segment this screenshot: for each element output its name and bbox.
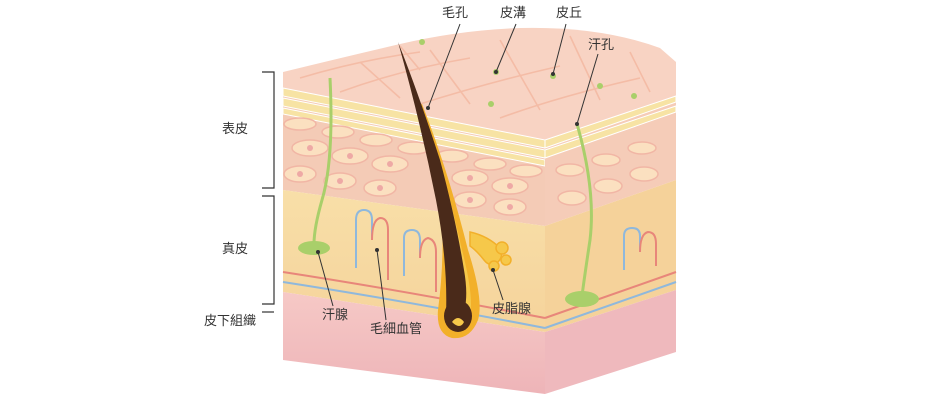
side-cells — [555, 141, 659, 206]
leader-dots — [316, 70, 579, 272]
leader-lines — [317, 23, 599, 321]
dermis-border-blue — [282, 281, 546, 329]
cell-nuclei — [297, 145, 513, 210]
side-border-blue — [544, 281, 677, 329]
skin-surface — [283, 27, 676, 140]
hair-follicle — [398, 42, 480, 339]
side-border-red — [544, 271, 677, 319]
side-layers — [544, 95, 677, 159]
label-capillary: 毛細血管 — [370, 322, 423, 337]
sweat-gland-right — [565, 123, 599, 307]
capillary-loops — [355, 208, 657, 292]
label-skin-groove: 皮溝 — [500, 6, 527, 21]
dermis-front — [283, 190, 545, 332]
label-sweat-gland: 汗腺 — [322, 308, 349, 323]
subcutaneous-front — [283, 292, 545, 394]
dermis-border-red — [282, 271, 546, 319]
sweat-gland-left — [298, 77, 333, 255]
label-sebaceous-gland: 皮脂腺 — [492, 302, 532, 317]
label-sweat-pore: 汗孔 — [588, 38, 615, 53]
surface-grooves — [299, 35, 651, 119]
sebaceous-gland — [469, 231, 512, 272]
stratum-corneum — [282, 87, 546, 167]
label-pore: 毛孔 — [442, 6, 469, 21]
label-dermis: 真皮 — [222, 242, 249, 257]
label-skin-ridge: 皮丘 — [556, 6, 583, 21]
label-subcutaneous: 皮下組織 — [204, 314, 257, 329]
layer-brackets — [262, 71, 275, 313]
label-epidermis: 表皮 — [222, 122, 249, 137]
subcutaneous-side — [545, 290, 676, 394]
